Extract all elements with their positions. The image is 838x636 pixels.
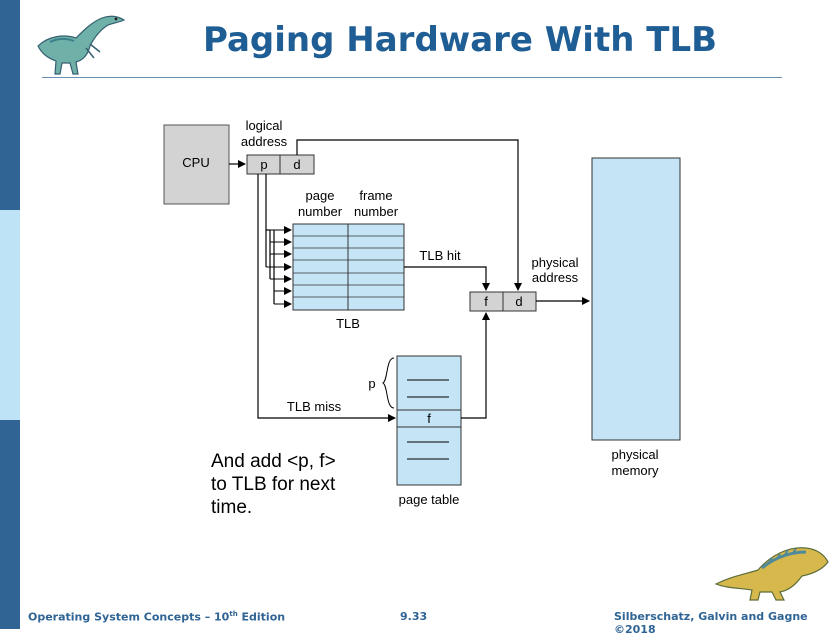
physical-memory-label-line2: memory (612, 463, 659, 478)
cpu-label: CPU (182, 155, 209, 170)
p-brace (382, 357, 395, 409)
physical-address-label-line2: address (532, 270, 579, 285)
dinosaur-illustration-icon (714, 547, 829, 601)
logical-p-label: p (260, 157, 267, 172)
tlb-label: TLB (336, 316, 360, 331)
slide-title: Paging Hardware With TLB (202, 20, 718, 60)
tlb-update-note: And add <p, f> to TLB for next time. (211, 451, 336, 518)
frame-number-label-line1: frame (359, 188, 392, 203)
sidebar-dark-bottom (0, 420, 20, 629)
physical-f-label: f (484, 294, 488, 309)
title-underline (42, 77, 782, 78)
logical-address-label-line2: address (241, 134, 288, 149)
tlb-lookup-arrows (265, 174, 292, 308)
footer-authors: Silberschatz, Galvin and Gagne ©2018 (614, 610, 808, 636)
sidebar-dark-top (0, 0, 20, 210)
page-number-label-line2: number (298, 204, 343, 219)
tlb-hit-label: TLB hit (419, 248, 461, 263)
sidebar-light-middle (0, 210, 20, 420)
physical-d-label: d (515, 294, 522, 309)
logical-address-label-line1: logical (246, 118, 283, 133)
sidebar-band (0, 0, 20, 629)
physical-memory-box (591, 157, 681, 441)
footer-page-number: 9.33 (400, 610, 428, 623)
tlb-miss-arrow (257, 174, 396, 422)
tlb-miss-label: TLB miss (287, 399, 342, 414)
offset-d-path (296, 139, 522, 291)
physical-address-label-line1: physical (532, 255, 579, 270)
footer-book-title: Operating System Concepts – 10th Edition (28, 610, 286, 624)
page-table (396, 355, 462, 486)
page-table-to-frame-arrow (461, 312, 490, 419)
frame-number-label-line2: number (354, 204, 399, 219)
page-table-f-label: f (427, 411, 431, 426)
page-number-label-line1: page (306, 188, 335, 203)
logical-d-label: d (293, 157, 300, 172)
page-table-label: page table (399, 492, 460, 507)
physical-memory-label-line1: physical (612, 447, 659, 462)
tlb-hit-arrow (404, 266, 490, 291)
page-table-p-label: p (368, 376, 375, 391)
tlb-table (292, 223, 405, 311)
dinosaur-logo-icon (37, 15, 126, 75)
